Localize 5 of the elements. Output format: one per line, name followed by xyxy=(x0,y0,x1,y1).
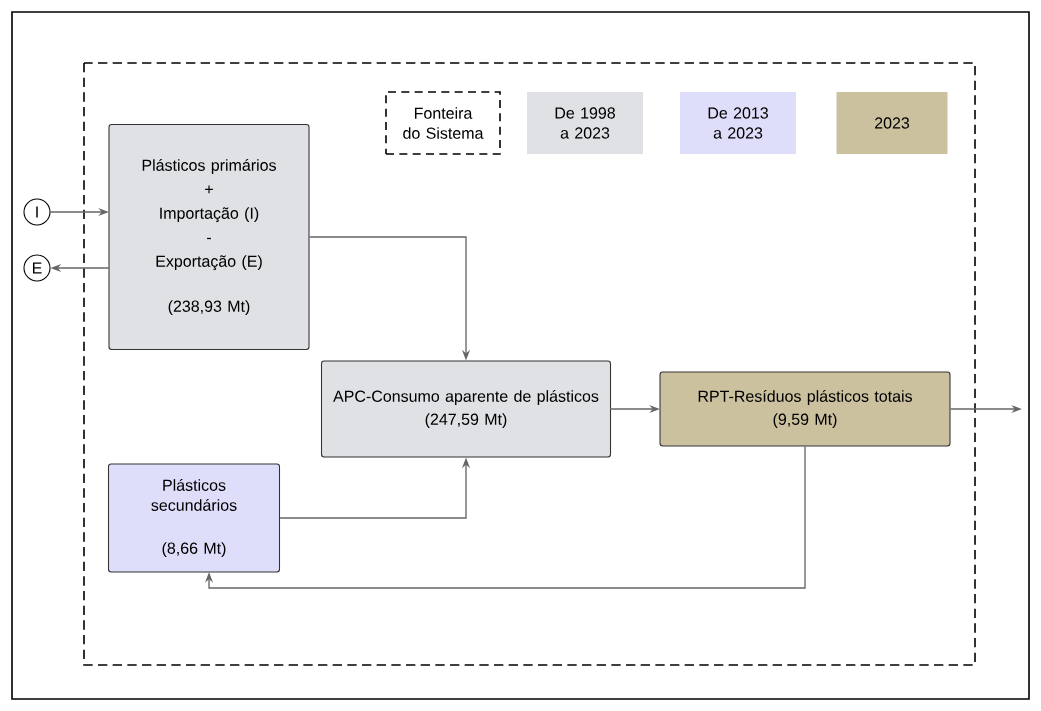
process-box: Plásticos secundários (8,66 Mt) xyxy=(107,463,281,573)
arrow xyxy=(204,445,806,589)
process-box: APC-Consumo aparente de plásticos (247,59 Mt) xyxy=(320,360,612,458)
process-box: RPT-Resíduos plásticos totais (9,59 Mt) xyxy=(659,371,951,447)
process-box: Plásticos primários + Importação (I) - Exportação (E) (238,93 Mt) xyxy=(108,123,310,351)
